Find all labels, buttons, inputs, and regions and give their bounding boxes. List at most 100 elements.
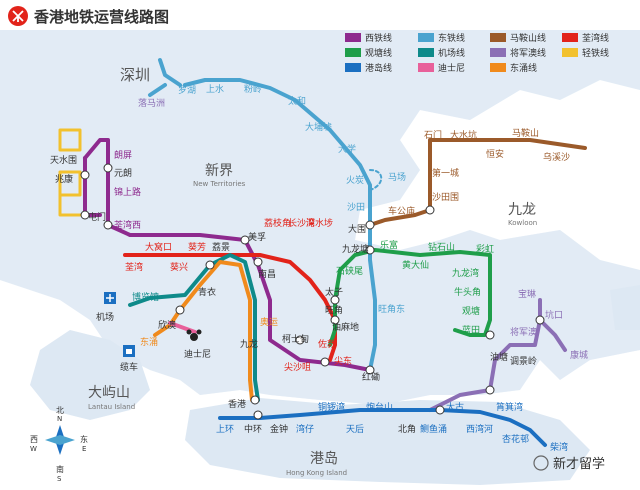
legend-swatch [490,63,506,72]
compass-e: 东 [80,434,88,444]
kwun-tong-line [328,248,492,347]
watermark: 新才留学 [533,455,605,472]
station-label-taiwo: 太和 [288,95,306,107]
station-label-yaumatei: 油麻地 [332,321,359,333]
legend-label: 迪士尼 [438,62,465,74]
station-label-tinhau: 天后 [346,424,364,435]
station-label-northpoint: 北角 [398,423,416,435]
station-label-heng_on: 恒安 [486,148,504,160]
station-label-austin: 柯士甸 [282,333,309,345]
region-kowloon: 九龙 [508,202,536,218]
station-label-disney: 迪士尼 [184,348,211,360]
station-label-kowloon: 九龙 [240,338,258,350]
west-rail-line [83,138,372,372]
station-label-luohu: 罗湖 [178,85,196,96]
station-label-mongkokeast: 旺角东 [378,303,405,315]
station-label-tsingyi: 青衣 [198,286,216,298]
station-label-polam: 宝琳 [518,288,536,300]
station-label-lokmachau: 落马洲 [138,97,165,109]
station-label-yuenlong: 元朗 [114,167,132,179]
legend-swatch [418,33,434,42]
legend-swatch [345,48,361,57]
compass-w: 西 [30,435,38,444]
station-label-meifoo: 美孚 [248,231,266,243]
station-label-racecourse: 马场 [388,172,406,183]
station-label-laichikok: 荔枝角 [264,217,291,229]
station-label-hunghom: 红磡 [362,371,380,383]
compass-n-en: N [57,415,62,423]
header: 香港地铁运营线路图 [8,6,169,26]
station-label-lohaspark: 康城 [570,349,588,361]
station-label-chekungtemple: 车公庙 [388,205,415,217]
region-new-territories: 新界 [205,163,233,179]
station-label-causewaybay: 铜锣湾 [318,401,345,413]
station-label-princeedward: 太子 [325,286,343,298]
light-rail [58,128,87,217]
region-kowloon-en: Kowloon [508,219,537,227]
station-label-cheungshawan: 长沙湾 [288,217,315,229]
station-label-taishuiheng: 大水坑 [450,129,477,141]
legend-swatch [418,63,434,72]
station-label-shamshuipo: 深水埗 [306,217,333,229]
legend-label: 东涌线 [510,62,537,74]
legend-swatch [418,48,434,57]
compass-e-en: E [82,445,86,453]
station-label-tsuenwanwest: 荃湾西 [114,219,141,231]
station-label-choihung: 彩虹 [476,244,494,255]
station-label-jordan: 佐敦 [318,338,336,350]
legend-label: 西铁线 [365,32,392,44]
station-label-sheungwan: 上环 [216,424,234,435]
disney-icon [186,329,202,341]
station-label-yautong: 油塘 [490,351,508,363]
legend-swatch [345,63,361,72]
station-label-tinshuiwai: 天水围 [50,154,77,166]
station-label-shaukeiwan: 筲箕湾 [496,401,523,413]
legend: 西铁线东铁线马鞍山线荃湾线观塘线机场线将军澳线轻铁线港岛线迪士尼东涌线 [345,32,609,74]
station-label-airport: 机场 [96,311,114,323]
station-label-admiralty: 金钟 [270,423,288,435]
tung-chung-line [153,260,254,402]
station-label-lokfu: 乐富 [380,239,398,251]
ma-on-shan-line [368,138,587,227]
legend-label: 将军澳线 [510,47,546,59]
station-label-maonshan: 马鞍山 [512,127,539,139]
station-label-saiwanho: 西湾河 [466,423,493,435]
compass-icon: 北 N 南 S 东 E 西 W [30,406,88,483]
airport-icon [104,292,116,304]
station-label-asiaworld: 博览馆 [132,291,159,303]
station-label-kowloonbay: 九龙湾 [452,267,479,279]
legend-swatch [345,33,361,42]
station-label-tungchung: 东涌 [140,336,158,348]
cableway-icon [123,345,135,357]
east-rail-line [183,78,377,372]
region-hk-island-en: Hong Kong Island [286,469,347,477]
airport-express-line [128,253,260,402]
station-label-central: 中环 [244,423,262,435]
station-label-hengfachuen: 杏花邨 [502,433,529,445]
legend-label: 观塘线 [365,47,392,59]
station-label-shekmun: 石门 [424,129,442,141]
station-label-fotan: 火炭 [346,175,364,186]
station-label-shatin: 沙田 [347,202,365,213]
legend-label: 荃湾线 [582,32,609,44]
region-lantau: 大屿山 [88,385,130,401]
station-label-hongkong: 香港 [228,398,246,410]
station-label-chaiwan: 柴湾 [550,441,568,453]
region-hk-island: 港岛 [310,451,338,467]
station-label-taiwohau: 大窝口 [145,241,172,253]
station-label-kwaifong: 葵芳 [188,241,206,253]
legend-swatch [490,48,506,57]
legend-label: 轻铁线 [582,47,609,59]
station-label-fortresshill: 炮台山 [366,401,393,413]
compass-s-en: S [57,475,62,483]
station-label-namcheong: 南昌 [258,268,276,280]
wechat-icon [533,455,549,471]
region-labels: 深圳 新界 New Territories 九龙 Kowloon 大屿山 Lan… [88,66,537,477]
station-label-citycity: 第一城 [432,167,459,179]
station-label-tiukengleng: 调景岭 [510,355,537,367]
station-label-kwuntong: 观塘 [462,305,480,317]
legend-label: 港岛线 [365,62,392,74]
compass-s: 南 [56,464,64,474]
legend-swatch [490,33,506,42]
station-label-taiwai: 大围 [348,223,366,235]
